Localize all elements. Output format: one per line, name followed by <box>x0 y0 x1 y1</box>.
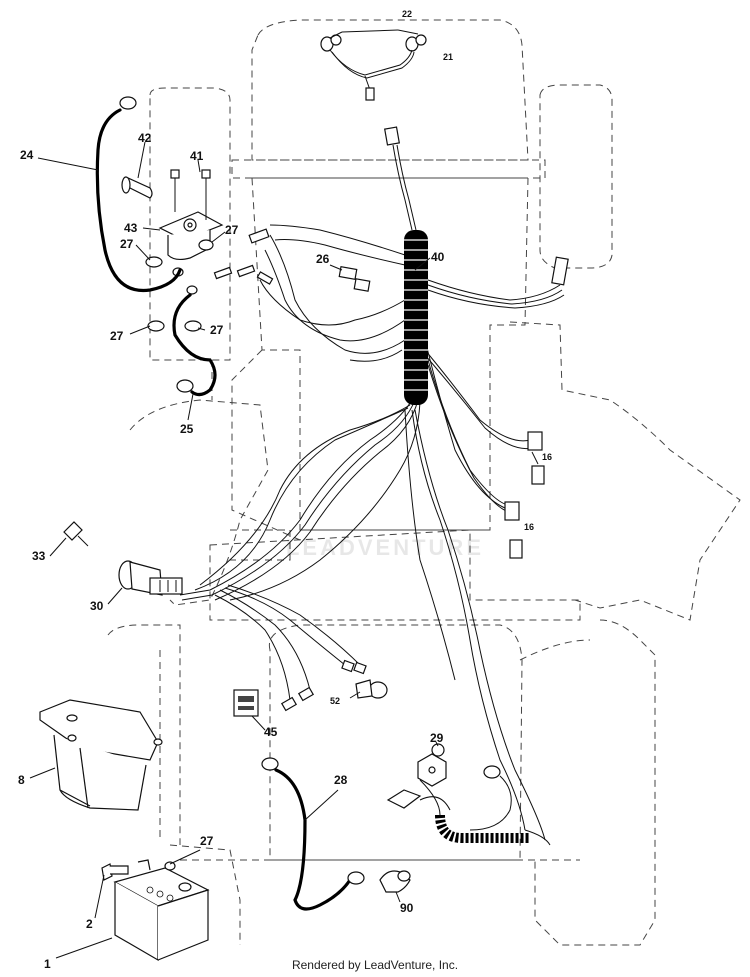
footer-credit: Rendered by LeadVenture, Inc. <box>291 958 459 972</box>
callout-24: 24 <box>20 148 34 162</box>
callout-27-a: 27 <box>120 237 134 251</box>
callout-8: 8 <box>18 773 25 787</box>
headlight-assembly <box>320 29 427 101</box>
callout-30: 30 <box>90 599 104 613</box>
battery-1 <box>113 867 210 962</box>
battery-box-8 <box>39 699 163 811</box>
connectors-16 <box>504 431 545 559</box>
callout-16-b: 16 <box>524 522 534 532</box>
harness-wires <box>179 126 569 841</box>
module-45 <box>233 689 259 717</box>
ignition-switch-30 <box>118 560 183 596</box>
cable-25 <box>172 293 217 397</box>
watermark: LEADVENTURE <box>285 535 484 560</box>
callout-27-d: 27 <box>210 323 224 337</box>
callout-45: 45 <box>264 725 278 739</box>
callout-27-b: 27 <box>225 223 239 237</box>
callout-28: 28 <box>334 773 348 787</box>
callouts: 22 21 24 42 41 43 27 27 27 27 27 26 40 2… <box>18 9 552 971</box>
switch-52 <box>355 679 388 699</box>
callout-27-e: 27 <box>200 834 214 848</box>
coiled-lead <box>435 814 551 846</box>
terminal-boot-90 <box>379 870 411 893</box>
battery-cable-28 <box>261 757 365 911</box>
callout-52: 52 <box>330 696 340 706</box>
callout-33: 33 <box>32 549 46 563</box>
callout-21: 21 <box>443 52 453 62</box>
callout-41: 41 <box>190 149 204 163</box>
harness-bundle-wrap <box>404 230 428 405</box>
connector-26 <box>329 264 371 292</box>
battery-cable-24 <box>95 96 182 293</box>
solenoid-assembly <box>121 169 274 332</box>
callout-40: 40 <box>431 250 445 264</box>
callout-29: 29 <box>430 731 444 745</box>
callout-42: 42 <box>138 131 152 145</box>
callout-27-c: 27 <box>110 329 124 343</box>
callout-90: 90 <box>400 901 414 915</box>
seat-switch-29 <box>386 743 512 831</box>
ignition-key-33 <box>63 521 89 547</box>
callout-22: 22 <box>402 9 412 19</box>
callout-2: 2 <box>86 917 93 931</box>
battery-bolt-2 <box>101 859 176 881</box>
callout-26: 26 <box>316 252 330 266</box>
leader-lines <box>29 141 439 959</box>
callout-1: 1 <box>44 957 51 971</box>
callout-25: 25 <box>180 422 194 436</box>
callout-16-a: 16 <box>542 452 552 462</box>
callout-43: 43 <box>124 221 138 235</box>
